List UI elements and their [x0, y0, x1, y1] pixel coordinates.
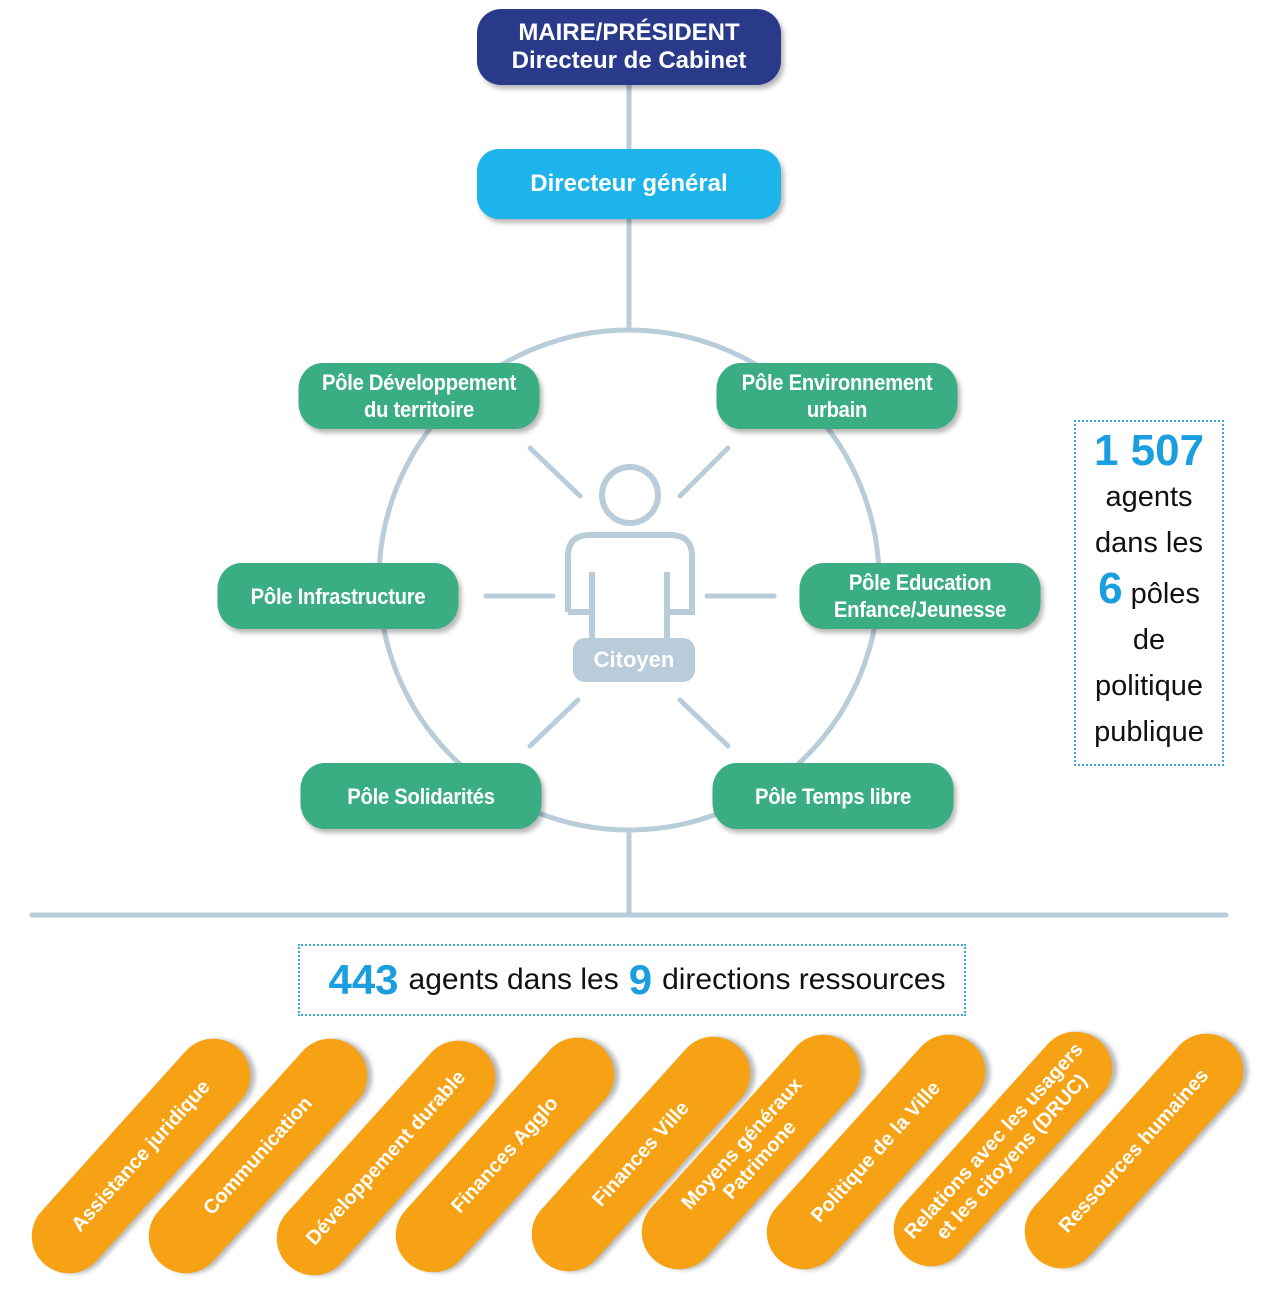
cabinet-director: Directeur de Cabinet	[511, 47, 747, 74]
pole-env-line2: urbain	[806, 397, 868, 422]
pole-edu-line2: Enfance/Jeunesse	[833, 597, 1007, 622]
mayor-title: MAIRE/PRÉSIDENT	[518, 19, 740, 46]
pole-edu-line1: Pôle Education	[848, 570, 992, 595]
mayor-box: MAIRE/PRÉSIDENT Directeur de Cabinet	[477, 9, 781, 85]
dans-les-label: dans les	[1094, 527, 1203, 559]
pole-temps-libre: Pôle Temps libre	[712, 763, 954, 829]
spoke-bottom-right	[677, 697, 731, 749]
poles-agents-number: 1 507	[1093, 426, 1205, 475]
pole-developpement-territoire: Pôle Développement du territoire	[298, 363, 540, 429]
resources-text2: directions ressources	[662, 963, 946, 996]
pole-env-line1: Pôle Environnement	[741, 370, 933, 395]
resources-text1: agents dans les	[408, 963, 619, 996]
poles-word: pôles	[1130, 578, 1200, 610]
politique-label: politique	[1094, 670, 1204, 702]
pole-solidarites: Pôle Solidarités	[300, 763, 542, 829]
publique-label: publique	[1094, 716, 1204, 748]
pole-infrastructure: Pôle Infrastructure	[217, 563, 459, 629]
spoke-top-left	[527, 445, 583, 499]
director-general-box: Directeur général	[477, 149, 781, 219]
spoke-bottom-left	[527, 697, 581, 749]
directions-count-number: 9	[628, 956, 653, 1003]
de-label: de	[1132, 624, 1166, 656]
spoke-top-right	[677, 445, 731, 499]
agents-label: agents	[1105, 481, 1193, 513]
citizen-label: Citoyen	[573, 638, 695, 682]
pole-education-enfance-jeunesse: Pôle Education Enfance/Jeunesse	[799, 563, 1041, 629]
poles-agents-stat: 1 507 agents dans les 6 pôles de politiq…	[1074, 420, 1224, 766]
pole-environnement-urbain: Pôle Environnement urbain	[716, 363, 958, 429]
citizen-person-icon	[565, 464, 695, 638]
poles-count-number: 6	[1098, 564, 1123, 613]
pole-dev-line2: du territoire	[364, 397, 474, 422]
resources-agents-stat: 443 agents dans les 9 directions ressour…	[298, 944, 966, 1016]
poles-count-line: 6 pôles	[1076, 566, 1222, 617]
pole-dev-line1: Pôle Développement	[321, 370, 517, 395]
resources-agents-number: 443	[328, 956, 399, 1003]
